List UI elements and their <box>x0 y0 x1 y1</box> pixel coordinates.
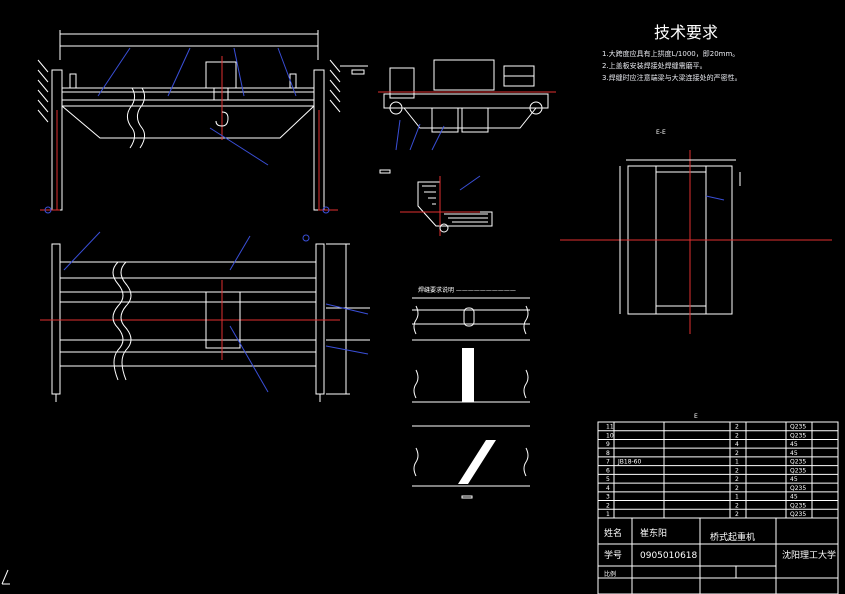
parts-cell-no: 8 <box>606 450 610 457</box>
parts-cell-material: 45 <box>790 494 798 501</box>
tech-requirements-title: 技术要求 <box>654 23 718 42</box>
parts-cell-no: 4 <box>606 485 610 492</box>
wall-hatch-right <box>329 59 341 113</box>
ratio-label: 比例 <box>604 570 616 578</box>
parts-cell-no: 6 <box>606 467 610 474</box>
drawing-title: 桥式起重机 <box>710 531 755 543</box>
tech-requirements-block: 技术要求 1.大跨度应具有上拱度L/1000，即20mm。 2.上盖板安装焊接处… <box>602 23 742 82</box>
parts-cell-qty: 2 <box>735 476 739 483</box>
parts-cell-qty: 2 <box>735 432 739 439</box>
wall-hatch-left <box>37 59 49 123</box>
parts-cell-qty: 2 <box>735 485 739 492</box>
parts-cell-qty: 2 <box>735 502 739 509</box>
parts-cell-no: 3 <box>606 494 610 501</box>
parts-cell-qty: 2 <box>735 467 739 474</box>
name-value: 崔东阳 <box>640 527 667 539</box>
parts-cell-qty: 4 <box>735 441 739 448</box>
corner-mark <box>1 569 10 585</box>
section-ee-label: E-E <box>656 129 666 136</box>
parts-cell-qty: 2 <box>735 511 739 518</box>
parts-cell-no: 1 <box>606 511 610 518</box>
parts-cell-material: 45 <box>790 476 798 483</box>
section-a-view: 焊缝要求说明 —————————— <box>412 286 530 499</box>
name-label: 姓名 <box>604 527 622 539</box>
tech-requirement-2: 2.上盖板安装焊接处焊缝需磨平。 <box>602 61 707 70</box>
parts-cell-no: 7 <box>606 459 610 466</box>
parts-cell-no: 11 <box>606 424 614 431</box>
parts-cell-material: Q235 <box>790 467 806 474</box>
parts-cell-no: 2 <box>606 502 610 509</box>
parts-cell-material: Q235 <box>790 502 806 509</box>
parts-cell-qty: 2 <box>735 424 739 431</box>
tech-requirement-1: 1.大跨度应具有上拱度L/1000，即20mm。 <box>602 49 739 58</box>
parts-cell-no: 5 <box>606 476 610 483</box>
parts-cell-material: Q235 <box>790 485 806 492</box>
student-id-label: 学号 <box>604 549 622 561</box>
front-elevation-view <box>37 30 368 214</box>
parts-cell-material: 45 <box>790 450 798 457</box>
parts-cell-qty: 2 <box>735 450 739 457</box>
section-ee-view: E-E <box>560 129 832 334</box>
parts-cell-qty: 1 <box>735 459 739 466</box>
parts-cell-code: JB18-60 <box>617 459 642 466</box>
weld-detail <box>379 169 493 236</box>
parts-cell-material: 45 <box>790 441 798 448</box>
parts-cell-qty: 1 <box>735 494 739 501</box>
svg-text:焊缝要求说明 ——————————: 焊缝要求说明 —————————— <box>418 286 516 294</box>
student-id-value: 0905010618 <box>640 551 698 561</box>
parts-table-header: E <box>694 413 698 420</box>
parts-cell-no: 10 <box>606 432 614 439</box>
plan-view <box>40 231 370 402</box>
tech-requirement-3: 3.焊缝时应注意端梁与大梁连接处的严密性。 <box>602 73 742 82</box>
school-name: 沈阳理工大学 <box>782 549 836 561</box>
parts-cell-no: 9 <box>606 441 610 448</box>
parts-cell-material: Q235 <box>790 511 806 518</box>
parts-cell-material: Q235 <box>790 432 806 439</box>
side-view <box>378 59 556 151</box>
parts-cell-material: Q235 <box>790 424 806 431</box>
title-block: 姓名 崔东阳 学号 0905010618 桥式起重机 沈阳理工大学 比例 <box>597 517 839 594</box>
parts-cell-material: Q235 <box>790 459 806 466</box>
